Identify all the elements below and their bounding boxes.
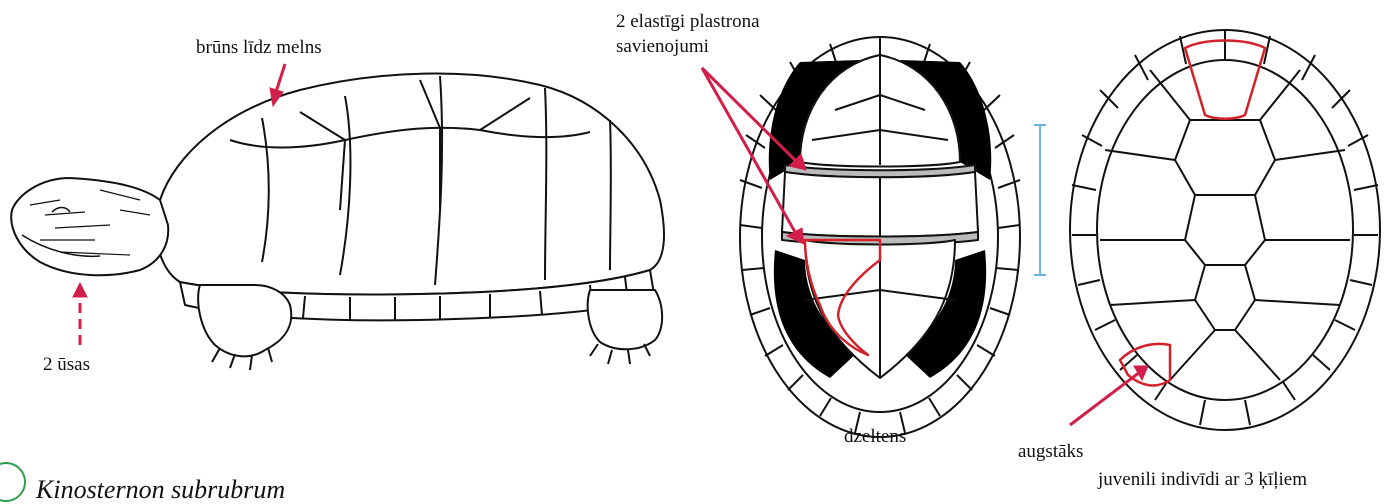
scale-bar (1034, 125, 1046, 275)
front-leg (198, 285, 291, 356)
carapace-outline (156, 74, 664, 295)
higher-arrow (1070, 366, 1148, 425)
adult-plastron (740, 37, 1020, 437)
juvenile-label: juvenili indivīdi ar 3 ķīļiem (1098, 468, 1307, 492)
hinges-label: 2 elastīgi plastrona savienojumi (616, 9, 760, 59)
juvenile-plastron (1070, 30, 1380, 430)
hinges-label-line-1: 2 elastīgi plastrona (616, 9, 760, 34)
juvenile-outline (1070, 30, 1380, 430)
turtle-side-view (11, 74, 664, 370)
shell-color-label: brūns līdz melns (196, 36, 322, 60)
hinges-label-line-2: savienojumi (616, 34, 760, 59)
shell-color-arrow (276, 64, 285, 92)
barbels-label: 2 ūsas (43, 353, 90, 377)
hind-leg (588, 290, 662, 349)
species-name: Kinosternon subrubrum (36, 478, 285, 502)
barbels-arrowhead (73, 283, 87, 297)
plastron-color-label: dzeltens (844, 425, 906, 449)
higher-label: augstāks (1018, 440, 1083, 464)
